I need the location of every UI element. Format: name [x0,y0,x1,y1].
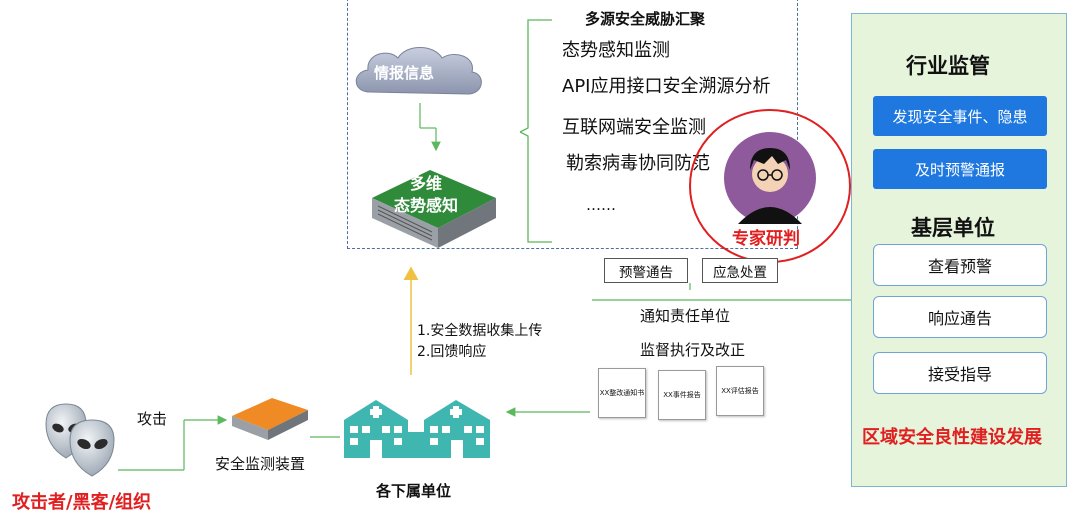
upload-line2: 2.回馈响应 [417,344,487,360]
monitor-device-label: 安全监测装置 [215,455,306,473]
respond-notice-button[interactable]: 响应通告 [873,296,1047,338]
document-icon: XX评估报告 [716,366,764,416]
expert-label: 专家研判 [732,229,800,249]
situation-awareness-device [372,170,496,248]
view-warning-button[interactable]: 查看预警 [873,244,1047,286]
source-item: 互联网端安全监测 [562,117,706,138]
monitor-device-icon [232,398,308,440]
cloud-icon [355,47,482,95]
notify-line2: 监督执行及改正 [640,341,746,359]
grassroots-title: 基层单位 [911,216,995,240]
device-label-line1: 多维 [410,174,443,193]
source-item: 勒索病毒协同防范 [566,153,710,174]
accept-guidance-button[interactable]: 接受指导 [873,352,1047,394]
source-item-ellipsis: …… [586,196,616,214]
buildings-icon [344,400,490,458]
attacker-icon [45,403,115,477]
brace [520,19,552,243]
panel-footer: 区域安全良性建设发展 [862,427,1042,448]
industry-title: 行业监管 [906,54,990,78]
subordinate-units-label: 各下属单位 [376,482,452,500]
warning-notice-box: 预警通告 [604,258,688,283]
attack-label: 攻击 [137,410,168,428]
expert-avatar [689,109,851,263]
source-item: API应用接口安全溯源分析 [562,76,771,97]
intel-cloud-label: 情报信息 [374,64,435,82]
central-region [347,0,798,249]
early-warning-button[interactable]: 及时预警通报 [873,149,1047,189]
notify-line1: 通知责任单位 [640,307,731,325]
source-item: 态势感知监测 [562,40,670,61]
document-icon: XX事件报告 [658,370,706,420]
sources-title: 多源安全威胁汇聚 [585,10,706,28]
attackers-label: 攻击者/黑客/组织 [12,492,152,513]
document-icon: XX整改通知书 [598,368,646,418]
upload-line1: 1.安全数据收集上传 [417,323,543,339]
emergency-response-box: 应急处置 [702,258,778,283]
device-label-line2: 态势感知 [394,196,459,215]
discover-incident-button[interactable]: 发现安全事件、隐患 [873,96,1047,136]
